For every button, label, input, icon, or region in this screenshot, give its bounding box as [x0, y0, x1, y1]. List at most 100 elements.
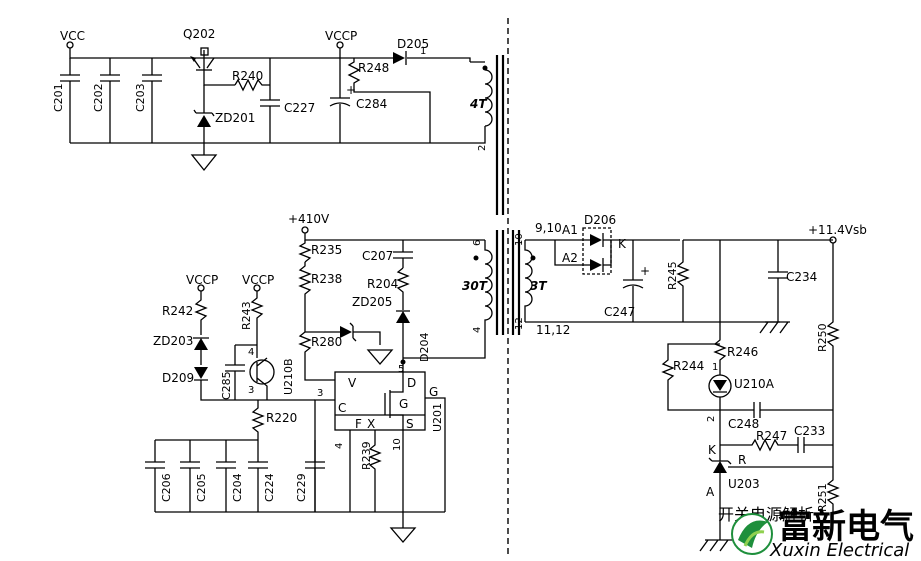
d206-dual-diode: D206 A1 A2 K: [562, 213, 680, 275]
svg-text:+410V: +410V: [288, 212, 330, 226]
svg-text:+: +: [640, 264, 650, 278]
svg-text:R250: R250: [816, 323, 829, 352]
r220-resistor: R220: [251, 400, 297, 440]
svg-text:A1: A1: [562, 223, 578, 237]
chassis-ground: [759, 321, 790, 334]
svg-text:Q202: Q202: [183, 27, 215, 41]
svg-text:C224: C224: [263, 473, 276, 502]
svg-text:C247: C247: [604, 305, 635, 319]
svg-text:10: 10: [392, 438, 403, 451]
svg-text:5: 5: [398, 364, 404, 375]
svg-text:R244: R244: [673, 359, 704, 373]
svg-text:D204: D204: [418, 333, 431, 362]
c247-capacitor: + C247: [604, 240, 650, 322]
u210a-led: 1 U210A 2: [706, 362, 775, 440]
svg-text:30T: 30T: [462, 279, 488, 293]
svg-text:D: D: [407, 376, 416, 390]
svg-text:C227: C227: [284, 101, 315, 115]
svg-text:S: S: [406, 417, 414, 431]
r246-resistor: R246: [713, 240, 758, 368]
svg-text:12: 12: [514, 317, 525, 330]
svg-text:R235: R235: [311, 243, 342, 257]
hv410-net: +410V: [288, 212, 330, 234]
svg-text:ZD205: ZD205: [352, 295, 392, 309]
q202-transistor: Q202: [183, 27, 235, 86]
zd201-zener: ZD201: [193, 85, 255, 143]
svg-text:C203: C203: [134, 83, 147, 112]
u201-switcher: V D C G F X S 5 G U201 10 3 4: [314, 359, 446, 512]
svg-text:X: X: [367, 417, 375, 431]
d209-diode: D209: [162, 367, 258, 401]
svg-text:C229: C229: [295, 473, 308, 502]
r243-resistor: R243: [240, 291, 264, 345]
zd203-zener: ZD203: [153, 334, 209, 365]
svg-text:R251: R251: [816, 483, 829, 512]
c202-capacitor: C202: [92, 58, 120, 143]
svg-text:C205: C205: [195, 473, 208, 502]
brand-logo: [731, 513, 773, 555]
ground-symbol-bottom: [389, 512, 417, 543]
svg-text:4: 4: [248, 347, 254, 358]
r238-resistor: R238: [298, 262, 342, 332]
d204-diode: D204: [396, 310, 431, 362]
r204-resistor: R204: [367, 267, 410, 310]
transformer-core: [495, 55, 521, 335]
svg-text:1: 1: [712, 362, 718, 373]
svg-text:C204: C204: [231, 473, 244, 502]
svg-text:3T: 3T: [530, 279, 547, 293]
ground-symbol-right: [699, 539, 735, 552]
svg-text:R243: R243: [240, 301, 253, 330]
c203-capacitor: C203: [134, 58, 162, 143]
svg-text:K: K: [708, 443, 717, 457]
svg-text:VCCP: VCCP: [186, 273, 218, 287]
svg-text:F: F: [355, 417, 362, 431]
svg-text:C: C: [338, 401, 346, 415]
svg-text:C285: C285: [220, 371, 233, 400]
svg-text:V: V: [348, 376, 357, 390]
svg-text:R248: R248: [358, 61, 389, 75]
svg-text:R: R: [738, 453, 746, 467]
svg-text:R220: R220: [266, 411, 297, 425]
r248-resistor: R248: [347, 58, 431, 143]
primary-winding: 30T 6 4: [403, 240, 493, 359]
svg-text:D209: D209: [162, 371, 194, 385]
c233-capacitor: C233: [794, 424, 833, 453]
c285-capacitor: C285: [220, 344, 257, 400]
svg-text:C207: C207: [362, 249, 393, 263]
svg-text:C284: C284: [356, 97, 387, 111]
svg-text:C233: C233: [794, 424, 825, 438]
r247-resistor: R247: [720, 429, 798, 452]
svg-text:3: 3: [248, 385, 254, 396]
svg-text:11,12: 11,12: [536, 323, 570, 337]
svg-text:富新电气: 富新电气: [778, 507, 914, 547]
svg-text:10: 10: [514, 233, 525, 246]
c234-capacitor: C234: [768, 240, 817, 322]
svg-text:R204: R204: [367, 277, 398, 291]
svg-text:2: 2: [706, 416, 717, 422]
svg-text:C234: C234: [786, 270, 817, 284]
secondary-winding: 3T 9,10 11,12 10 12: [514, 221, 570, 337]
vccp-net-top: VCCP: [325, 29, 357, 49]
c201-capacitor: C201: [52, 58, 80, 143]
svg-text:U203: U203: [728, 477, 760, 491]
r250-resistor: R250: [816, 243, 840, 410]
r244-resistor: R244: [661, 343, 720, 411]
r251-resistor: R251: [816, 410, 840, 520]
svg-text:ZD203: ZD203: [153, 334, 193, 348]
vccp-net-mid-right: VCCP: [242, 273, 274, 292]
svg-text:C206: C206: [160, 473, 173, 502]
svg-text:+11.4Vsb: +11.4Vsb: [808, 223, 867, 237]
svg-text:9,10: 9,10: [535, 221, 562, 235]
c207-capacitor: C207: [362, 240, 413, 268]
svg-text:Xuxin Electrical: Xuxin Electrical: [769, 540, 909, 561]
u210b-phototransistor: 4 3 U210B: [248, 345, 295, 400]
svg-text:A: A: [706, 485, 715, 499]
zd205-zener: ZD205: [352, 295, 392, 309]
c229-capacitor: C229: [295, 440, 325, 512]
svg-text:R242: R242: [162, 304, 193, 318]
svg-text:4: 4: [472, 327, 483, 333]
r245-resistor: R245: [666, 240, 690, 322]
c284-capacitor: + C284: [329, 58, 387, 143]
svg-text:R245: R245: [666, 261, 679, 290]
